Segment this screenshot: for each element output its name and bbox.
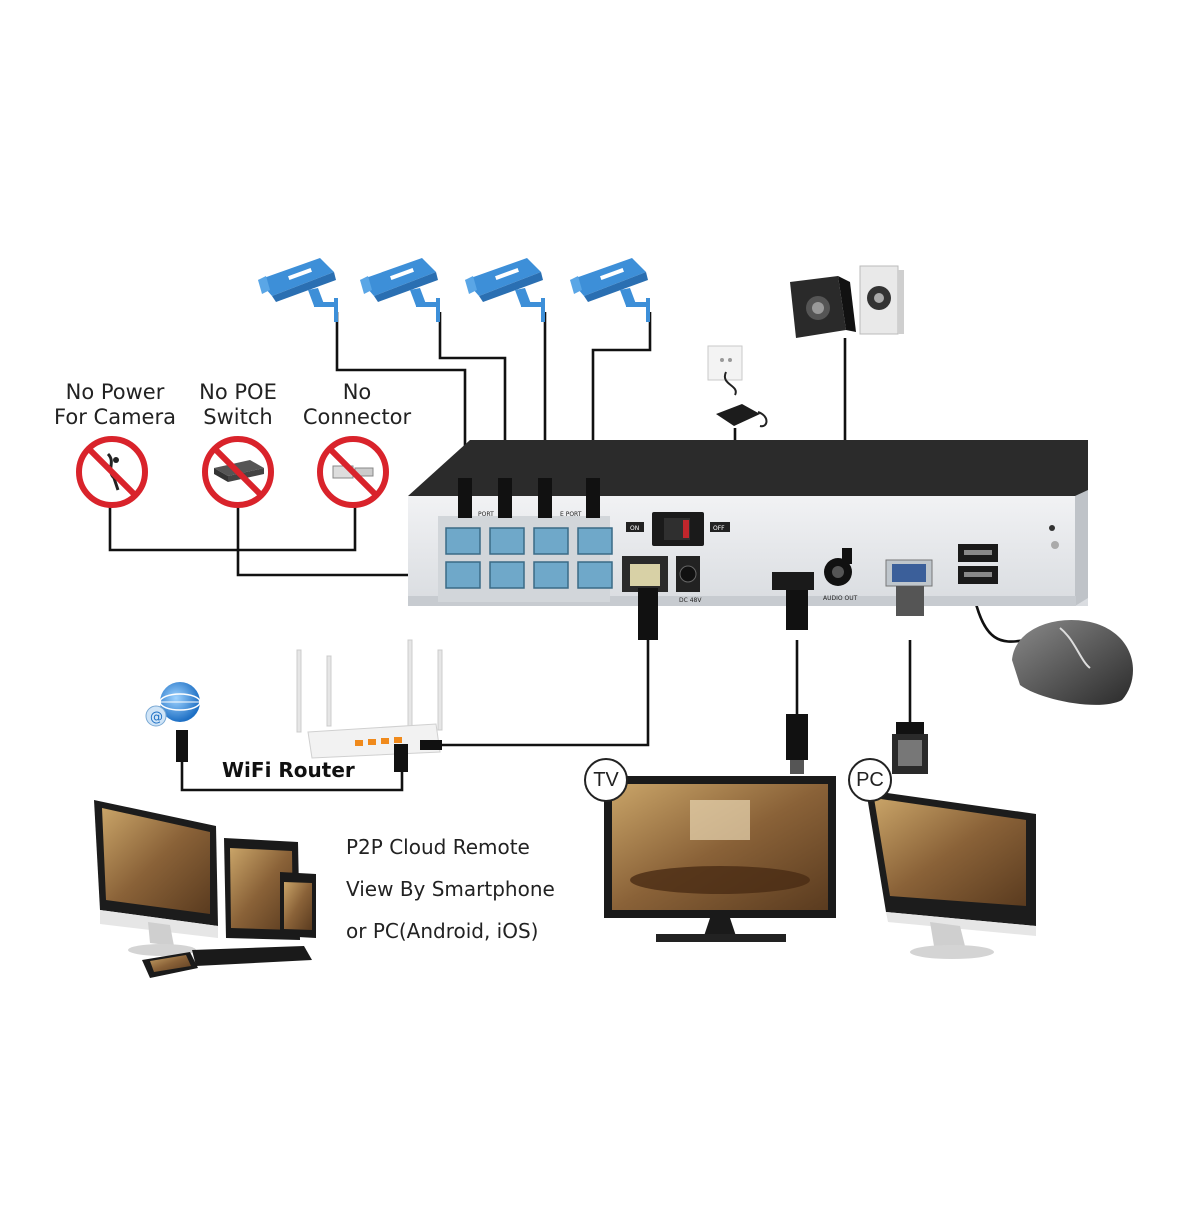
power-adapter-icon bbox=[707, 345, 768, 428]
camera-cable-2 bbox=[438, 312, 507, 480]
camera-icon bbox=[465, 258, 545, 322]
pc-tag: PC bbox=[848, 758, 892, 802]
camera-cable-1 bbox=[335, 312, 467, 480]
no-power-line bbox=[108, 505, 357, 552]
no-power-label: No Power For Camera bbox=[54, 380, 176, 429]
mouse-icon bbox=[1012, 620, 1133, 705]
speaker-icon bbox=[859, 265, 904, 335]
wifi-router-label: WiFi Router bbox=[222, 758, 355, 782]
prohibition-icon bbox=[202, 436, 274, 508]
port-label: E PORT bbox=[560, 511, 582, 518]
phone-icon bbox=[142, 952, 198, 978]
monitor-icon bbox=[604, 776, 836, 942]
audio-out-label: AUDIO OUT bbox=[823, 595, 858, 602]
svg-text:@: @ bbox=[150, 710, 163, 725]
port-label: PORT bbox=[478, 511, 494, 518]
camera-icon bbox=[360, 258, 440, 322]
poe-port bbox=[445, 527, 613, 589]
no-connector-label: No Connector bbox=[302, 380, 412, 429]
tv-tag: TV bbox=[584, 758, 628, 802]
speaker-icon bbox=[790, 276, 856, 338]
camera-icon bbox=[570, 258, 650, 322]
camera-cable-4 bbox=[591, 312, 652, 480]
off-label: OFF bbox=[713, 525, 725, 532]
hdmi-plug-icon bbox=[786, 714, 808, 774]
phone-icon bbox=[280, 872, 316, 938]
no-poe-label: No POE Switch bbox=[199, 380, 277, 429]
lan-cable bbox=[440, 640, 650, 747]
vga-plug-icon bbox=[892, 722, 928, 774]
monitor-icon bbox=[94, 800, 218, 956]
prohibition-icon bbox=[317, 436, 389, 508]
no-poe-line bbox=[236, 505, 445, 577]
globe-icon: @ bbox=[145, 682, 201, 762]
nvr-device: PORT E PORT ON OFF DC 48V AUDIO OUT bbox=[408, 440, 1088, 640]
hdmi-port bbox=[772, 572, 814, 590]
mouse-cable bbox=[973, 599, 1026, 643]
monitor-icon bbox=[866, 790, 1036, 959]
on-label: ON bbox=[630, 525, 639, 532]
camera-icon bbox=[258, 258, 338, 322]
prohibition-icon bbox=[76, 436, 148, 508]
dc-label: DC 48V bbox=[679, 597, 702, 604]
p2p-remote-text: P2P Cloud Remote View By Smartphone or P… bbox=[346, 835, 555, 943]
router-icon bbox=[296, 639, 443, 772]
